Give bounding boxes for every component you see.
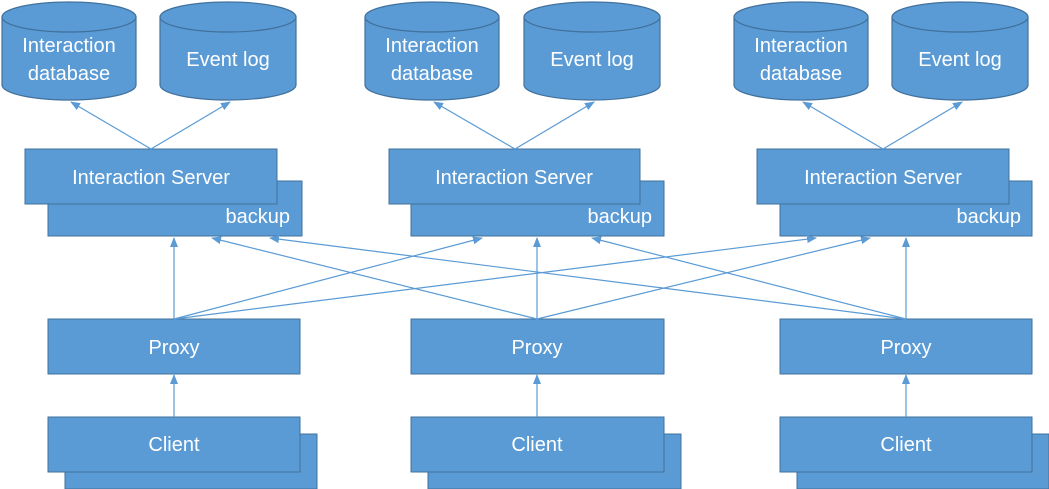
- db-label-line2: database: [760, 63, 842, 85]
- proxy-label: Proxy: [511, 337, 562, 359]
- server-label: Interaction Server: [804, 167, 962, 189]
- event-log-cylinder-2: Event log: [523, 1, 661, 101]
- arrow-server2-log: [514, 101, 595, 150]
- arrow-proxy3-server2: [591, 236, 907, 320]
- client-box-1: Client: [47, 416, 318, 489]
- client-box-3: Client: [779, 416, 1049, 489]
- backup-label: backup: [588, 206, 653, 228]
- arrow-server3-db: [802, 101, 884, 150]
- arrow-server2-db: [433, 101, 516, 150]
- arrow-server1-log: [150, 101, 231, 150]
- interaction-server-box-3: Interaction Server: [756, 148, 1010, 205]
- db-label-line2: database: [391, 63, 473, 85]
- interaction-database-cylinder-2: Interaction database: [364, 1, 500, 101]
- arrow-proxy3-server1: [269, 235, 907, 320]
- backup-label: backup: [957, 206, 1022, 228]
- proxy-label: Proxy: [880, 337, 931, 359]
- proxy-label: Proxy: [148, 337, 199, 359]
- group-2: Interaction database Event log backup In…: [364, 1, 682, 489]
- server-label: Interaction Server: [435, 167, 593, 189]
- event-log-label: Event log: [918, 49, 1001, 71]
- arrow-proxy1-server3: [173, 235, 817, 320]
- arrow-proxy2-server1: [211, 236, 538, 320]
- arrow-proxy2-server3: [536, 236, 871, 320]
- interaction-server-box-2: Interaction Server: [388, 148, 641, 205]
- client-label: Client: [880, 434, 932, 456]
- client-label: Client: [148, 434, 200, 456]
- interaction-database-cylinder-3: Interaction database: [733, 1, 869, 101]
- proxy-box-1: Proxy: [47, 318, 301, 375]
- event-log-cylinder-3: Event log: [891, 1, 1029, 101]
- client-label: Client: [511, 434, 563, 456]
- db-label-line1: Interaction: [22, 35, 115, 57]
- db-label-line1: Interaction: [385, 35, 478, 57]
- event-log-label: Event log: [550, 49, 633, 71]
- db-label-line2: database: [28, 63, 110, 85]
- connectors: [70, 101, 963, 417]
- arrow-proxy1-server2: [173, 236, 483, 320]
- interaction-database-cylinder-1: Interaction database: [1, 1, 137, 101]
- arrow-server1-db: [70, 101, 152, 150]
- group-1: Interaction database Event log backup In…: [1, 1, 318, 489]
- arrow-server3-log: [882, 101, 963, 150]
- proxy-box-3: Proxy: [779, 318, 1033, 375]
- group-3: Interaction database Event log backup In…: [733, 1, 1049, 489]
- db-label-line1: Interaction: [754, 35, 847, 57]
- server-label: Interaction Server: [72, 167, 230, 189]
- proxy-box-2: Proxy: [410, 318, 665, 375]
- backup-label: backup: [226, 206, 291, 228]
- event-log-cylinder-1: Event log: [159, 1, 297, 101]
- event-log-label: Event log: [186, 49, 269, 71]
- client-box-2: Client: [410, 416, 682, 489]
- interaction-server-box-1: Interaction Server: [24, 148, 278, 205]
